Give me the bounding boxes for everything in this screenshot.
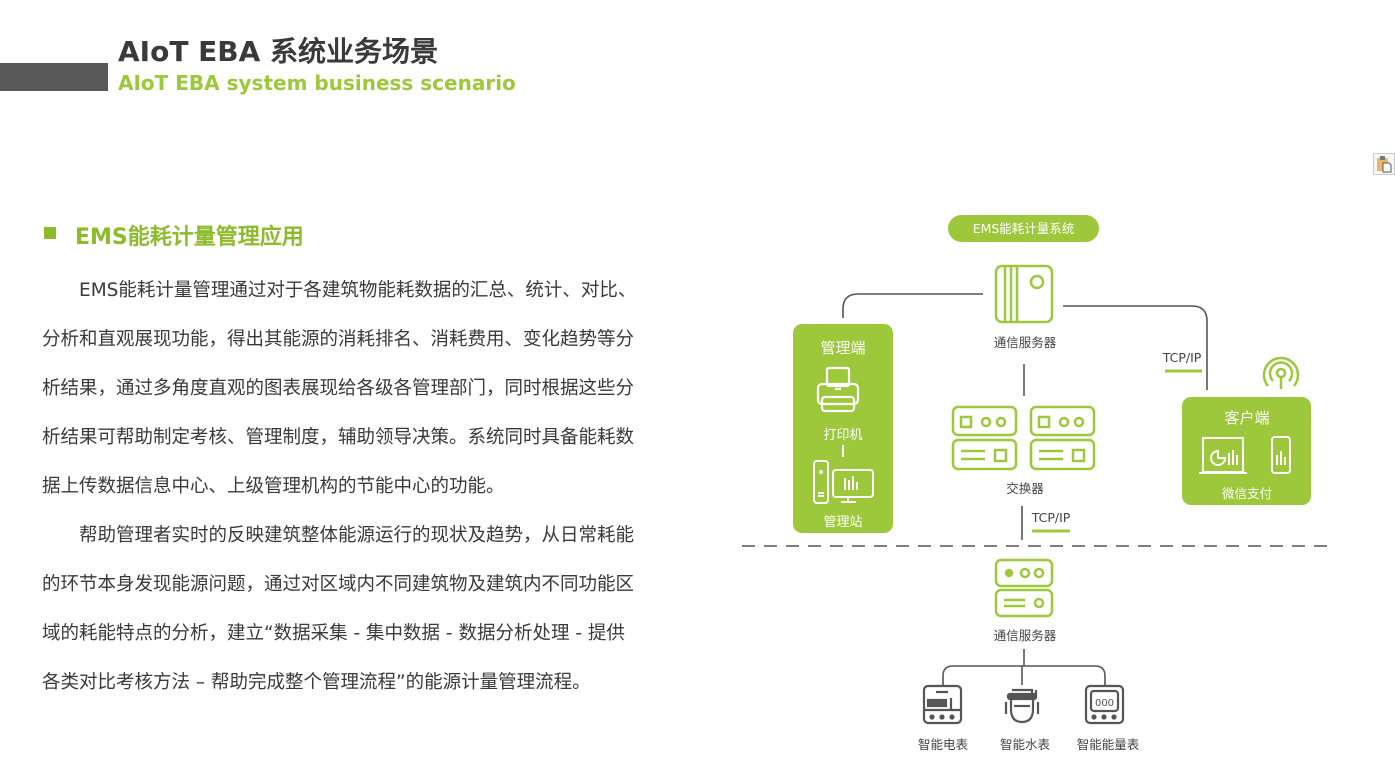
station-label: 管理站 xyxy=(823,515,863,530)
text-line: 帮助管理者实时的反映建筑整体能源运行的现状及趋势，从日常耗能 xyxy=(42,525,635,546)
client-panel: 客户端 微信支付 xyxy=(1182,397,1311,505)
system-label-pill: EMS能耗计量系统 xyxy=(948,215,1099,242)
text-line: 域的耗能特点的分析，建立“数据采集 - 集中数据 - 数据分析处理 - 提供 xyxy=(42,623,625,644)
tcp-underlines xyxy=(1032,369,1202,533)
wireless-signal-icon xyxy=(1262,356,1300,389)
meter-label-energy: 智能能量表 xyxy=(1076,737,1140,752)
tcp-ip-label-right: TCP/IP xyxy=(1162,350,1202,365)
text-line: 析结果，通过多角度直观的图表展现给各级各管理部门，同时根据这些分 xyxy=(42,378,635,399)
workstation-icon xyxy=(813,460,874,504)
bullet-square-icon xyxy=(44,227,56,239)
text-line: 据上传数据信息中心、上级管理机构的节能中心的功能。 xyxy=(42,476,505,497)
server-rack-icon xyxy=(994,558,1054,618)
connector-lines xyxy=(842,293,1208,685)
server-top-label: 通信服务器 xyxy=(993,335,1057,350)
header-accent-bar xyxy=(0,63,108,91)
dashboard-devices-icon xyxy=(1199,436,1291,474)
connector xyxy=(842,445,844,457)
text-line: 各类对比考核方法 – 帮助完成整个管理流程”的能源计量管理流程。 xyxy=(42,672,591,693)
switch-label: 交换器 xyxy=(1006,481,1044,496)
water-meter-icon xyxy=(1004,688,1040,724)
server-bottom-label: 通信服务器 xyxy=(993,628,1057,643)
payment-label: 微信支付 xyxy=(1221,486,1273,501)
section-heading: EMS能耗计量管理应用 xyxy=(75,225,304,250)
paragraph-2: 帮助管理者实时的反映建筑整体能源运行的现状及趋势，从日常耗能 的环节本身发现能源… xyxy=(42,511,722,707)
page-title: AIoT EBA 系统业务场景 xyxy=(118,35,439,68)
switch-icon xyxy=(951,405,1096,471)
text-line: 分析和直观展现功能，得出其能源的消耗排名、消耗费用、变化趋势等分 xyxy=(42,329,635,350)
admin-title: 管理端 xyxy=(820,339,866,357)
tcp-ip-label-bottom: TCP/IP xyxy=(1031,510,1071,525)
paragraph-1: EMS能耗计量管理通过对于各建筑物能耗数据的汇总、统计、对比、 分析和直观展现功… xyxy=(42,266,722,511)
text-line: EMS能耗计量管理通过对于各建筑物能耗数据的汇总、统计、对比、 xyxy=(42,280,637,301)
client-title: 客户端 xyxy=(1224,409,1270,427)
electric-meter-icon xyxy=(922,684,963,725)
meter-label-electric: 智能电表 xyxy=(917,737,969,752)
page-subtitle: AIoT EBA system business scenario xyxy=(118,71,516,95)
energy-meter-icon xyxy=(1084,684,1125,725)
printer-icon xyxy=(816,366,860,413)
printer-label: 打印机 xyxy=(823,428,863,443)
text-line: 析结果可帮助制定考核、管理制度，辅助领导决策。系统同时具备能耗数 xyxy=(42,427,635,448)
meter-display-value: 000 xyxy=(1095,698,1114,709)
text-line: 的环节本身发现能源问题，通过对区域内不同建筑物及建筑内不同功能区 xyxy=(42,574,635,595)
meter-label-water: 智能水表 xyxy=(999,737,1051,752)
admin-panel: 管理端 打印机 管理站 xyxy=(793,324,893,533)
server-cabinet-icon xyxy=(994,264,1054,324)
